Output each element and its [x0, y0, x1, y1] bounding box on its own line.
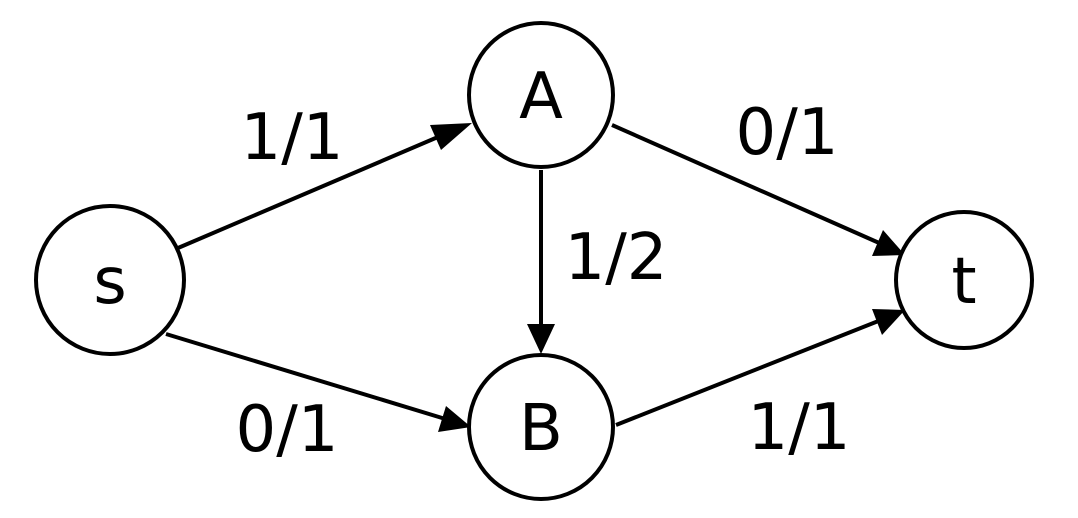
edge-s-to-b-arrowhead [438, 406, 471, 432]
edge-b-to-t-line [615, 316, 887, 427]
node-a-label: A [519, 60, 563, 134]
node-a: A [467, 21, 615, 169]
edge-a-to-t [611, 123, 905, 256]
edge-label-a-to-t: 0/1 [736, 96, 839, 170]
node-s-label: s [93, 245, 126, 319]
edge-label-a-to-b: 1/2 [565, 221, 668, 295]
edge-s-to-a-line [177, 129, 453, 250]
edge-label-b-to-t: 1/1 [748, 391, 851, 465]
node-t-circle [894, 210, 1034, 350]
edge-s-to-b [165, 332, 471, 432]
node-s-circle [34, 204, 186, 356]
edge-b-to-t-arrowhead [872, 309, 905, 335]
edge-s-to-a-arrowhead [430, 123, 472, 150]
edge-s-to-b-line [165, 332, 453, 423]
edge-a-to-t-line [611, 123, 887, 248]
edge-label-s-to-a: 1/1 [241, 101, 344, 175]
node-a-circle [467, 21, 615, 169]
node-t: t [894, 210, 1034, 350]
edge-s-to-a [177, 123, 472, 250]
node-b-label: B [519, 392, 563, 466]
edge-a-to-b-arrowhead [527, 324, 555, 354]
node-s: s [34, 204, 186, 356]
node-b-circle [467, 353, 615, 501]
edge-a-to-t-arrowhead [872, 230, 905, 256]
node-t-label: t [951, 245, 976, 319]
edge-label-s-to-b: 0/1 [236, 393, 339, 467]
edge-a-to-b [527, 170, 555, 354]
edge-b-to-t [615, 309, 905, 427]
node-b: B [467, 353, 615, 501]
